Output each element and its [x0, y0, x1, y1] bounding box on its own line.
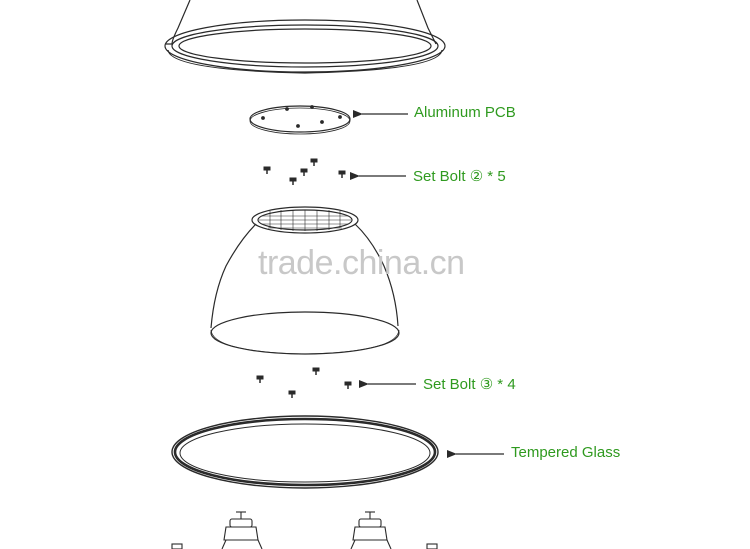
label-set-bolt-3: Set Bolt ③ * 4: [423, 376, 516, 393]
clamp-screws: [171, 543, 438, 549]
set-bolts-3: [256, 367, 352, 398]
bolt: [288, 390, 296, 398]
reflector-grid: [259, 210, 351, 231]
leader-arrows: [350, 110, 504, 458]
set-bolts-2: [263, 158, 346, 185]
bolt: [310, 158, 318, 166]
bolt: [338, 170, 346, 178]
clamp-right: [350, 511, 392, 549]
clamp-left: [221, 511, 263, 549]
bolt: [312, 367, 320, 375]
bolt: [256, 375, 264, 383]
bolt: [344, 381, 352, 389]
bolt: [300, 168, 308, 176]
bolt: [289, 177, 297, 185]
label-aluminum-pcb: Aluminum PCB: [414, 104, 516, 121]
label-set-bolt-2: Set Bolt ② * 5: [413, 168, 506, 185]
lamp-housing: [164, 0, 446, 74]
label-tempered-glass: Tempered Glass: [511, 444, 621, 461]
tempered-glass: [171, 415, 439, 489]
bolt: [263, 166, 271, 174]
aluminum-pcb: [249, 105, 351, 135]
watermark: trade.china.cn: [258, 244, 465, 282]
